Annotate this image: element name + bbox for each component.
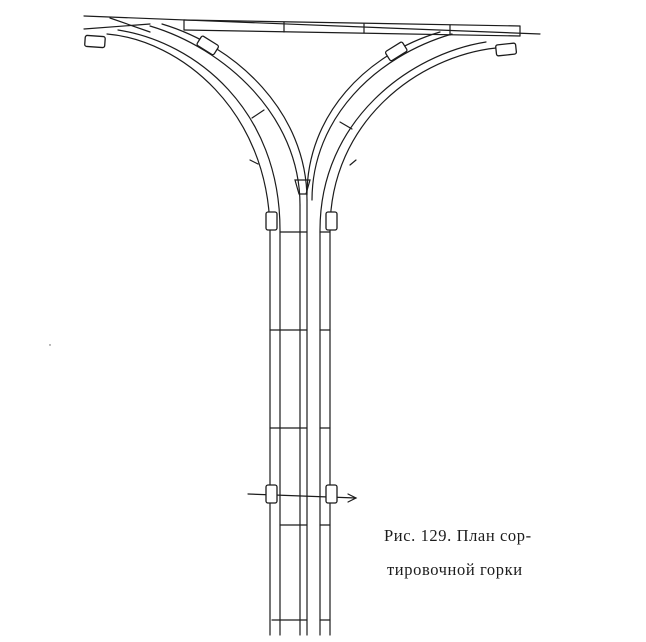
- right-curve-block: [384, 41, 408, 62]
- figure-caption: Рис. 129. План сор- тировочной горки: [384, 519, 574, 587]
- caption-line-2: тировочной горки: [387, 560, 523, 579]
- top-straight-track: [83, 15, 541, 37]
- print-speck: [49, 344, 51, 346]
- right-curve-fan: [306, 31, 497, 636]
- left-end-block: [84, 34, 106, 49]
- curve-joint-marks: [249, 109, 357, 166]
- right-end-block: [495, 42, 518, 57]
- right-upper-retarder: [325, 211, 338, 231]
- left-curve-fan: [106, 23, 308, 636]
- caption-line-1: Рис. 129. План сор-: [384, 526, 532, 545]
- left-curve-block: [196, 35, 220, 56]
- left-upper-retarder: [265, 211, 278, 231]
- lower-cross-line: [247, 493, 358, 503]
- track-joints: [269, 231, 331, 621]
- center-frog: [294, 179, 311, 195]
- left-lower-retarder: [265, 484, 278, 504]
- right-lower-retarder: [325, 484, 338, 504]
